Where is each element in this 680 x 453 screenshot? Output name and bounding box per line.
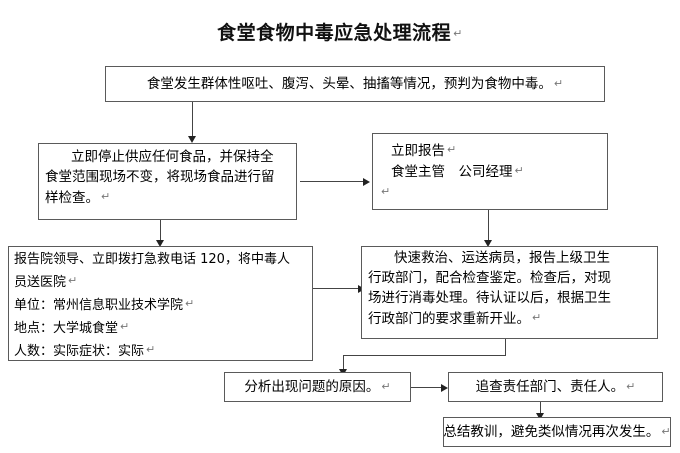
node-text-line: 食堂发生群体性呕吐、腹泻、头晕、抽搐等情况，预判为食物中毒。 [146,76,552,92]
arrowhead-n2-n3-icon [363,178,370,186]
pilcrow-mark: ↵ [661,425,671,438]
connector-n3-n5 [488,210,489,243]
node-text-line: 场进行消毒处理。待认证以后，根据卫生 [368,290,611,306]
node-trace-responsibility[interactable]: 追查责任部门、责任人。↵ [448,372,663,402]
node-text-line: 立即报告↵ [391,140,601,161]
arrowhead-n7-n8-icon [536,413,544,420]
pilcrow-mark: ↵ [447,143,457,156]
node-text-line: 立即停止供应任何食品，并保持全 [71,149,274,165]
connector-n4-n5 [313,288,361,289]
node-text-line: 单位：常州信息职业技术学院↵ [14,293,307,316]
connector-n2-n3 [300,181,365,182]
connector-n5-n6-segment-down [505,339,506,355]
connector-n1-n2 [192,102,193,138]
connector-n5-n6-segment-enter [343,355,344,372]
node-text-line: 员送医院↵ [14,270,307,293]
arrowhead-n1-n2-icon [188,136,196,143]
pilcrow-mark: ↵ [453,27,463,40]
node-report-leaders-call-120[interactable]: 报告院领导、立即拨打急救电话 120，将中毒人 员送医院↵ 单位：常州信息职业技… [8,246,313,361]
pilcrow-mark: ↵ [120,320,130,333]
node-analyze-cause[interactable]: 分析出现问题的原因。↵ [224,372,411,402]
pilcrow-mark: ↵ [381,380,391,393]
node-text-line: 总结教训，避免类似情况再次发生。 [443,424,660,440]
node-text-line: 食堂范围现场不变，将现场食品进行留 [45,169,275,185]
node-text-fragment: 地点：大学城食堂 [14,321,119,336]
node-symptom-text: 症状：实际 [79,344,145,359]
node-text-fragment: 立即报告 [391,143,445,159]
node-text-fragment: 员送医院 [14,275,67,290]
arrowhead-n3-n5-icon [484,240,492,247]
arrowhead-n2-n4-icon [156,240,164,247]
node-text-fragment: 行政部门的要求重新开业。 [368,311,530,327]
arrowhead-n6-n7-icon [441,384,448,392]
node-stop-food-supply[interactable]: 立即停止供应任何食品，并保持全 食堂范围现场不变，将现场食品进行留 样检查。↵ [38,143,297,220]
node-text-line: 行政部门，配合检查鉴定。检查后，对现 [368,270,611,286]
node-report-immediately[interactable]: 立即报告↵ 食堂主管 公司经理↵ ↵ [372,133,608,210]
node-text-fragment: 样检查。 [45,190,99,206]
node-text-fragment: 食堂主管 公司经理 [391,164,513,180]
pilcrow-mark: ↵ [626,380,636,393]
node-text-fragment: 单位：常州信息职业技术学院 [14,298,184,313]
pilcrow-mark: ↵ [514,164,524,177]
pilcrow-mark: ↵ [532,311,542,324]
pilcrow-mark: ↵ [381,185,391,198]
node-summarize-lessons[interactable]: 总结教训，避免类似情况再次发生。↵ [443,417,671,447]
node-rescue-and-disinfect[interactable]: 快速救治、运送病员，报告上级卫生 行政部门，配合检查鉴定。检查后，对现 场进行消… [361,246,658,339]
node-text-line-split: 人数：实际症状：实际↵ [14,339,307,362]
node-text-line: 样检查。↵ [45,187,290,208]
node-text-line: 行政部门的要求重新开业。↵ [368,308,651,329]
connector-n6-n7 [411,387,445,388]
node-text-line: 快速救治、运送病员，报告上级卫生 [394,250,610,266]
node-count-label: 人数：实际 [14,344,80,359]
page-title-text: 食堂食物中毒应急处理流程 [217,22,452,44]
node-text-line: 食堂主管 公司经理↵ [391,161,601,182]
connector-n7-n8 [540,402,541,416]
node-symptom-label: 症状：实际↵ [79,343,156,359]
pilcrow-mark: ↵ [185,297,195,310]
node-text-line: 地点：大学城食堂↵ [14,316,307,339]
pilcrow-mark: ↵ [553,77,564,90]
pilcrow-mark: ↵ [146,343,156,356]
node-text-line: 追查责任部门、责任人。 [475,379,625,395]
page-title: 食堂食物中毒应急处理流程↵ [0,18,680,45]
node-text-line: ↵ [379,182,601,203]
node-detect-food-poisoning[interactable]: 食堂发生群体性呕吐、腹泻、头晕、抽搐等情况，预判为食物中毒。↵ [105,66,605,102]
connector-n2-n4 [160,220,161,243]
connector-n5-n6-segment-left [343,355,506,356]
node-text-line: 报告院领导、立即拨打急救电话 120，将中毒人 [14,252,290,267]
pilcrow-mark: ↵ [68,274,78,287]
pilcrow-mark: ↵ [101,190,111,203]
node-text-line: 分析出现问题的原因。 [244,379,380,395]
